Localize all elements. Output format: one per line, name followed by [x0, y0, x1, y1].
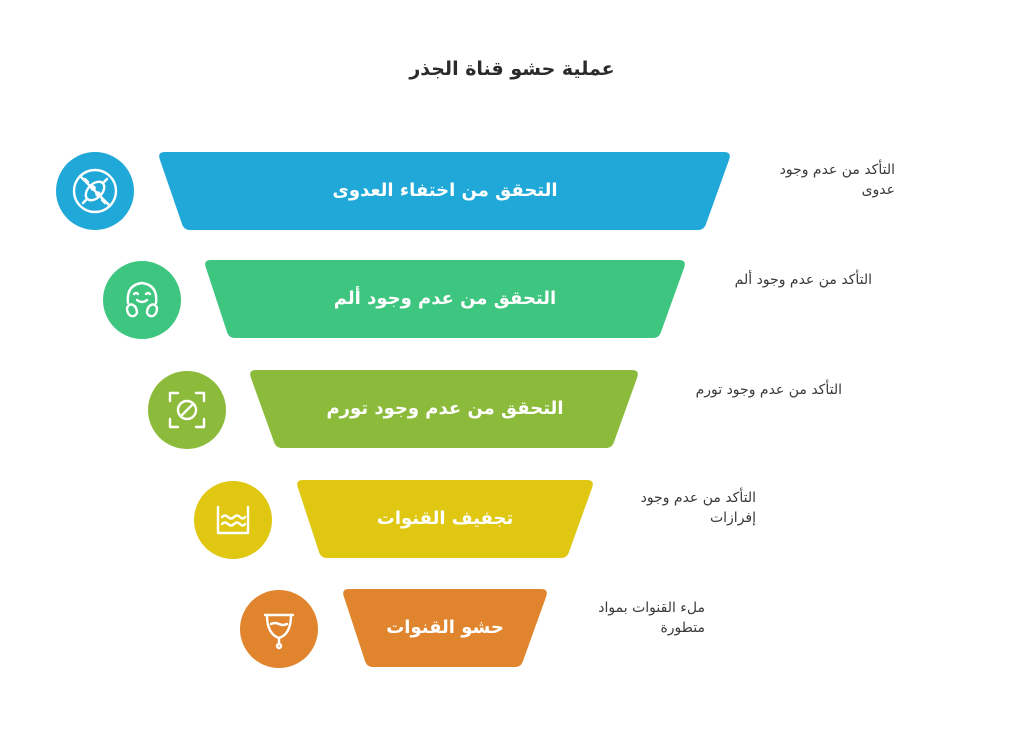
funnel-stage-5-shape [343, 589, 547, 667]
stage-1-description: التأكد من عدم وجود عدوى [779, 162, 895, 198]
stage-5-description: ملء القنوات بمواد متطورة [598, 600, 705, 636]
funnel-stage-4-shape [297, 480, 593, 558]
stage-2-label: التحقق من عدم وجود ألم [333, 288, 557, 309]
filling-cup-icon [240, 590, 318, 668]
stage-3-description: التأكد من عدم وجود تورم [695, 382, 842, 398]
funnel-stage-2-shape [205, 260, 685, 338]
stage-4-description: التأكد من عدم وجود إفرازات [640, 490, 756, 526]
no-swelling-icon [148, 371, 226, 449]
happy-face-icon [103, 261, 181, 339]
stage-2-description: التأكد من عدم وجود ألم [734, 272, 872, 288]
stage-5-label: حشو القنوات [386, 617, 504, 638]
funnel-stage-3-shape [250, 370, 638, 448]
no-bacteria-icon [56, 152, 134, 230]
stage-4-label: تجفيف القنوات [376, 508, 514, 529]
stage-3-label: التحقق من عدم وجود تورم [326, 398, 564, 419]
water-basin-icon [194, 481, 272, 559]
diagram-title: عملية حشو قناة الجذر [409, 58, 615, 80]
stage-1-label: التحقق من اختفاء العدوى [332, 180, 558, 201]
funnel-stage-1-shape [159, 152, 730, 230]
